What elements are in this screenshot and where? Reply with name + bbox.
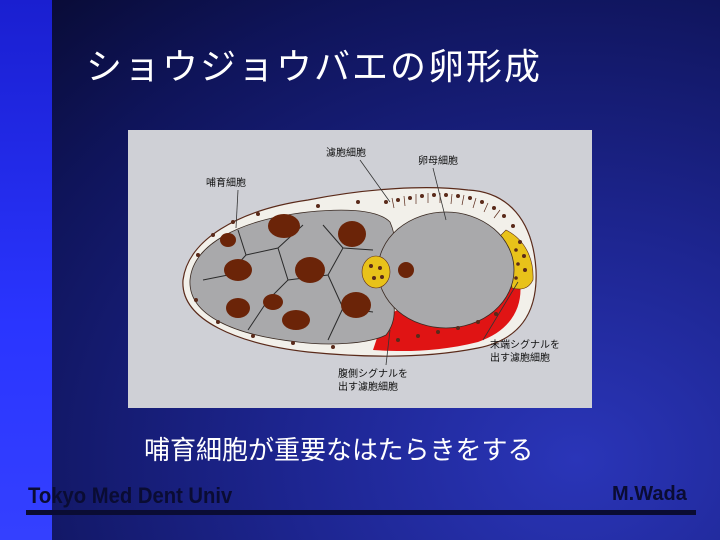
nurse-nucleus bbox=[295, 257, 325, 283]
border-cells bbox=[362, 256, 390, 288]
label-ventral-signal-1: 腹側シグナルを bbox=[338, 367, 408, 380]
label-follicle-cells: 濾胞細胞 bbox=[326, 146, 366, 159]
egg-chamber-figure: 濾胞細胞 卵母細胞 哺育細胞 末端シグナルを 出す濾胞細胞 腹側シグナルを 出す… bbox=[128, 130, 592, 408]
nurse-nucleus bbox=[338, 221, 366, 247]
label-terminal-signal-2: 出す濾胞細胞 bbox=[490, 351, 550, 364]
egg-chamber-diagram: 濾胞細胞 卵母細胞 哺育細胞 末端シグナルを 出す濾胞細胞 腹側シグナルを 出す… bbox=[128, 130, 592, 408]
side-accent-bar bbox=[0, 0, 52, 540]
footer-author: M.Wada bbox=[612, 483, 687, 506]
label-ventral-signal-2: 出す濾胞細胞 bbox=[338, 380, 398, 393]
label-nurse-cells: 哺育細胞 bbox=[206, 176, 246, 189]
nurse-nucleus bbox=[224, 259, 252, 281]
nurse-nucleus bbox=[341, 292, 371, 318]
nurse-nucleus bbox=[263, 294, 283, 310]
label-oocyte: 卵母細胞 bbox=[418, 154, 458, 167]
slide-title: ショウジョウバエの卵形成 bbox=[86, 38, 542, 90]
nurse-nucleus bbox=[220, 233, 236, 247]
nurse-nucleus bbox=[282, 310, 310, 330]
oocyte-nucleus bbox=[398, 262, 414, 278]
nurse-nucleus bbox=[268, 214, 300, 238]
footer-rule bbox=[26, 510, 696, 515]
nurse-nucleus bbox=[226, 298, 250, 318]
slide-caption: 哺育細胞が重要なはたらきをする bbox=[144, 430, 533, 467]
footer-institution: Tokyo Med Dent Univ bbox=[28, 483, 232, 509]
label-terminal-signal-1: 末端シグナルを bbox=[490, 338, 560, 351]
